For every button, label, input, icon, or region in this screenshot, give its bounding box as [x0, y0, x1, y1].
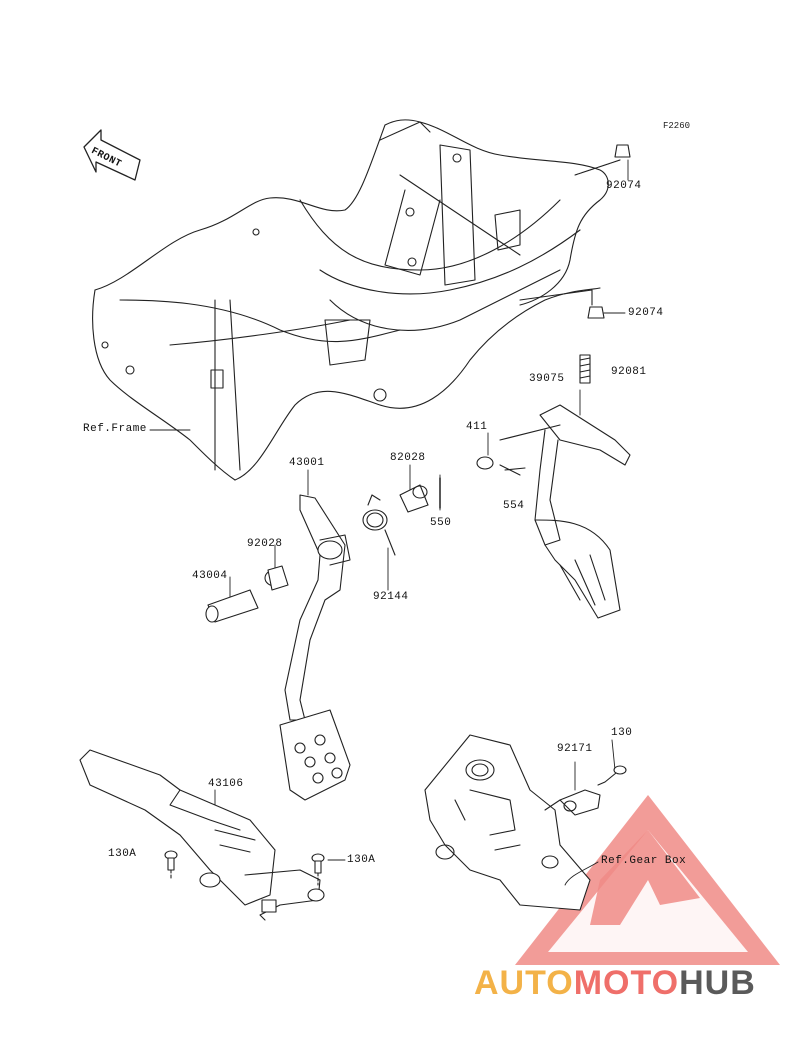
label-411: 411	[466, 421, 488, 433]
label-43004: 43004	[192, 570, 228, 582]
label-92074-bottom: 92074	[628, 307, 664, 319]
watermark-text: AUTOMOTOHUB	[474, 964, 756, 1003]
label-ref-gear-box: Ref.Gear Box	[601, 855, 687, 867]
label-130a-left: 130A	[108, 848, 137, 860]
cap-92074-bottom	[519, 289, 605, 319]
label-39075: 39075	[529, 373, 565, 385]
spring-92144	[362, 494, 396, 556]
frame-drawing	[92, 119, 609, 481]
brake-pedal-small	[476, 354, 631, 619]
front-arrow-icon	[83, 129, 141, 181]
gear-box-drawing	[424, 734, 591, 911]
watermark-moto: MOTO	[573, 964, 680, 1002]
label-92081: 92081	[611, 366, 647, 378]
label-82028: 82028	[390, 452, 426, 464]
label-43001: 43001	[289, 457, 325, 469]
label-92074-top: 92074	[606, 180, 642, 192]
bolt-130	[597, 765, 627, 786]
bracket-92171	[544, 789, 601, 816]
watermark-logo-triangle	[515, 795, 780, 965]
collar-92028	[264, 565, 289, 591]
label-130a-right: 130A	[347, 854, 376, 866]
label-92171: 92171	[557, 743, 593, 755]
watermark-hub: HUB	[679, 964, 756, 1002]
label-550: 550	[430, 517, 452, 529]
watermark-auto: AUTO	[474, 964, 574, 1002]
bolt-130a-left	[164, 850, 178, 881]
label-43106: 43106	[208, 778, 244, 790]
label-92028: 92028	[247, 538, 283, 550]
leader-lines	[149, 159, 629, 861]
label-92144: 92144	[373, 591, 409, 603]
label-ref-frame: Ref.Frame	[83, 423, 147, 435]
figure-code: F2260	[663, 121, 691, 131]
gearbox-ref-leader	[564, 861, 599, 886]
cap-92074-top	[574, 144, 631, 176]
brake-pedal-main	[279, 494, 351, 801]
pivot-shaft-43004	[205, 589, 259, 623]
parking-lever-43106	[79, 749, 325, 921]
label-130: 130	[611, 727, 633, 739]
label-554: 554	[503, 500, 525, 512]
bolt-130a-right	[311, 853, 325, 886]
collar-82028	[399, 484, 429, 513]
